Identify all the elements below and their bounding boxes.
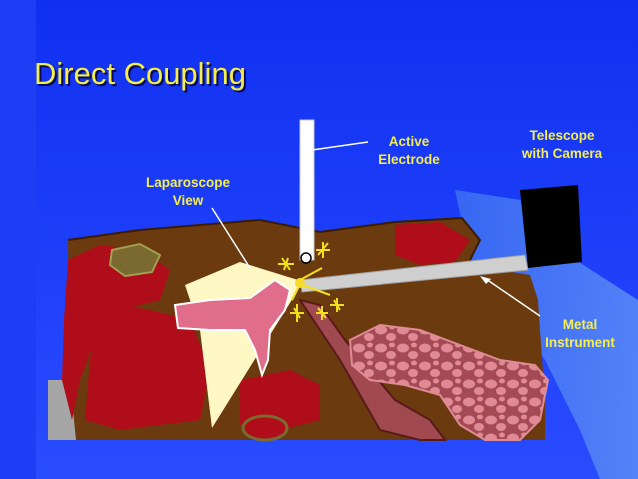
leader-active-electrode [311,141,369,151]
tissue-outline-upper [67,216,482,261]
cellular-organ [348,323,550,441]
organ-red-right [395,222,470,265]
spark-5 [330,298,344,312]
spark-1 [278,257,294,271]
tube-vessel [297,298,447,441]
organ-red-lower-left [85,300,210,430]
leader-metal-instrument [485,278,541,317]
label-metal-instrument: Metal Instrument [545,317,615,350]
spark-ray-1 [299,267,323,281]
leader-laparoscope-view [211,207,251,269]
leader-lines [211,141,541,317]
metal-instrument-shaft [299,254,529,293]
spark-3 [290,304,304,322]
spark-4 [316,306,328,320]
nodule-olive [108,242,162,278]
spark-ray-2 [291,283,301,301]
telescope-camera [520,185,582,268]
arrowhead-metal-instrument [480,276,491,284]
label-telescope: Telescope with Camera [521,128,603,161]
electrode-tip [300,252,312,264]
slide-title: Direct Coupling [34,56,246,91]
left-margin-band [0,0,36,479]
nodule-lower [241,414,289,442]
spark-2 [316,242,330,258]
active-electrode-rod [299,119,315,261]
organ-red-left [62,245,170,420]
label-active-electrode: Active Electrode [378,134,440,167]
label-laparoscope-view: Laparoscope View [145,175,231,208]
grasped-tissue-pink [173,278,292,379]
spark-ray-3 [299,283,331,296]
sparks [278,242,344,322]
